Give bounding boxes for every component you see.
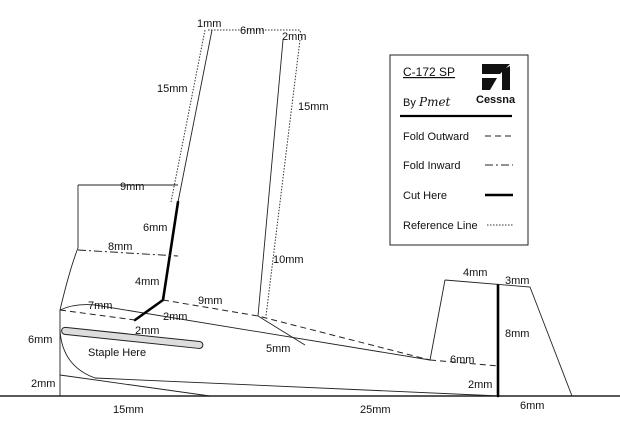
dim-label: 5mm bbox=[266, 343, 290, 355]
dim-label: 2mm bbox=[135, 325, 159, 337]
legend-title: C-172 SP bbox=[403, 65, 455, 79]
tail-left-edge bbox=[177, 29, 213, 203]
tail-right-edge bbox=[257, 39, 284, 317]
legend-item-label: Fold Outward bbox=[403, 131, 469, 143]
fold-mid bbox=[162, 299, 431, 361]
fuselage-lower-line bbox=[59, 329, 501, 397]
dim-label: 6mm bbox=[450, 354, 474, 366]
tail-top-ref bbox=[208, 29, 303, 41]
legend-item-label: Cut Here bbox=[403, 190, 447, 202]
cessna-brand-text: Cessna bbox=[476, 94, 516, 106]
nose-lower-line bbox=[59, 374, 211, 397]
fin-outline bbox=[444, 279, 573, 397]
dim-label: 2mm bbox=[163, 311, 187, 323]
dim-label: 4mm bbox=[135, 276, 159, 288]
dim-label: 2mm bbox=[31, 378, 55, 390]
cut-line-base bbox=[133, 298, 165, 322]
wing-left-edge bbox=[59, 185, 79, 311]
dim-label: 6mm bbox=[240, 25, 264, 37]
dim-label: 15mm bbox=[157, 83, 188, 95]
cessna-logo-icon bbox=[482, 64, 510, 74]
dim-label: 15mm bbox=[113, 404, 144, 416]
staple-slot bbox=[61, 326, 204, 349]
dim-label: 6mm bbox=[520, 400, 544, 412]
dim-label: 7mm bbox=[88, 300, 112, 312]
fold-nose bbox=[59, 309, 136, 321]
dim-label: 6mm bbox=[28, 334, 52, 346]
cut-line-wing bbox=[161, 200, 180, 302]
cessna-logo: Cessna bbox=[476, 64, 516, 106]
dim-label: 6mm bbox=[143, 222, 167, 234]
dim-label: 3mm bbox=[505, 275, 529, 287]
dim-label: 15mm bbox=[298, 101, 329, 113]
dim-label: 8mm bbox=[505, 328, 529, 340]
dim-label: 2mm bbox=[468, 379, 492, 391]
dim-label: 25mm bbox=[360, 404, 391, 416]
legend-item-label: Reference Line bbox=[403, 220, 478, 232]
dim-label: 10mm bbox=[273, 254, 304, 266]
tail-joint bbox=[257, 315, 306, 346]
dim-label: 2mm bbox=[282, 31, 306, 43]
tail-left-ref bbox=[170, 29, 206, 203]
legend: C-172 SP By Pmet Cessna Fold Outward Fol… bbox=[389, 54, 529, 246]
fold-fin bbox=[429, 359, 499, 367]
cessna-logo-icon bbox=[502, 66, 510, 90]
fin-front-edge bbox=[429, 279, 446, 361]
legend-author-name: Pmet bbox=[418, 95, 451, 109]
dim-label: 9mm bbox=[198, 295, 222, 307]
staple-label: Staple Here bbox=[88, 347, 146, 359]
fold-inward-wing bbox=[77, 249, 179, 257]
dim-label: 8mm bbox=[108, 241, 132, 253]
tail-right-ref bbox=[265, 39, 301, 317]
dim-label: 9mm bbox=[120, 181, 144, 193]
legend-item-label: Fold Inward bbox=[403, 160, 460, 172]
dim-label: 1mm bbox=[197, 18, 221, 30]
legend-author-prefix: By bbox=[403, 97, 416, 109]
cessna-logo-icon bbox=[482, 78, 497, 90]
dim-label: 4mm bbox=[463, 267, 487, 279]
